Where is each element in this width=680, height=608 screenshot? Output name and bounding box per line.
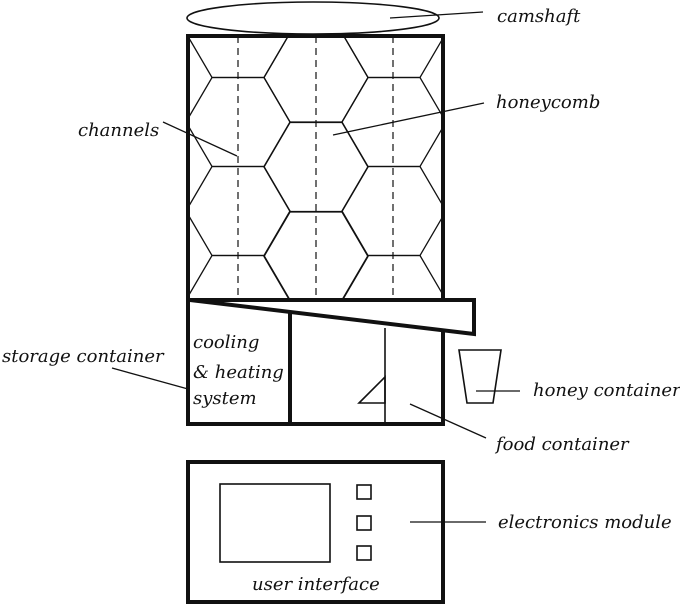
- tray-chute: [189, 298, 476, 337]
- cooling-label-line1: cooling: [193, 332, 259, 353]
- display-screen: [219, 483, 331, 563]
- storage-container-label: storage container: [2, 346, 165, 367]
- cooling-label-line3: system: [193, 388, 257, 409]
- camshaft-ellipse: [186, 1, 440, 35]
- electronics-module-label: electronics module: [498, 512, 672, 533]
- camshaft-leader: [389, 11, 484, 19]
- control-button-1: [356, 484, 372, 500]
- storage-leader: [111, 367, 189, 390]
- channels-label: channels: [78, 120, 159, 141]
- food-container-leader: [409, 403, 487, 439]
- food-ramp: [357, 375, 386, 404]
- honeycomb-leader: [332, 102, 485, 136]
- honeycomb-cell: [341, 165, 443, 257]
- honeycomb-cell: [264, 0, 368, 33]
- honey-container-cup: [458, 349, 502, 404]
- honeycomb-cell: [188, 254, 291, 300]
- channel-lines: [237, 36, 394, 300]
- camshaft-label: camshaft: [497, 6, 581, 27]
- honeycomb-grid: [188, 0, 443, 300]
- cooling-label-line2: & heating: [193, 362, 284, 383]
- honeycomb-label: honeycomb: [496, 92, 600, 113]
- food-container-label: food container: [494, 434, 630, 455]
- electronics-module-box: [186, 460, 445, 604]
- channels-leader: [162, 121, 238, 157]
- control-button-3: [356, 545, 372, 561]
- control-button-2: [356, 515, 372, 531]
- honey-container-label: honey container: [533, 380, 680, 401]
- user-interface-label: user interface: [252, 574, 380, 595]
- honeycomb-cell: [341, 254, 443, 300]
